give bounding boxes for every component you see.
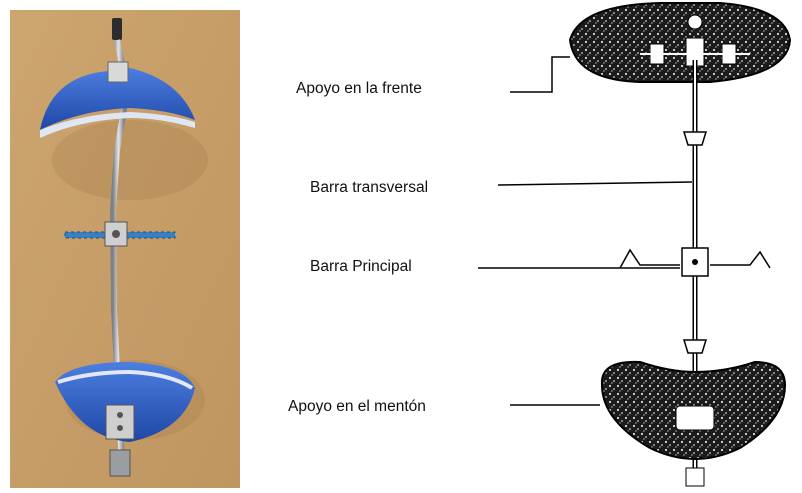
brace-photo [10,10,240,488]
label-transverse-bar: Barra transversal [310,179,429,196]
photo-forehead-pad [40,68,195,130]
diagram-forehead-pad [568,1,792,83]
label-main-bar: Barra Principal [310,258,412,275]
photo-chin-pad [55,362,195,442]
brace-diagram [478,1,792,487]
leader-forehead [510,56,570,93]
label-chin-support: Apoyo en el mentón [288,398,426,415]
diagram-transverse-wire [619,248,771,269]
leader-transverse [497,181,693,186]
label-forehead-support: Apoyo en la frente [296,80,422,97]
top-knob [112,18,122,40]
